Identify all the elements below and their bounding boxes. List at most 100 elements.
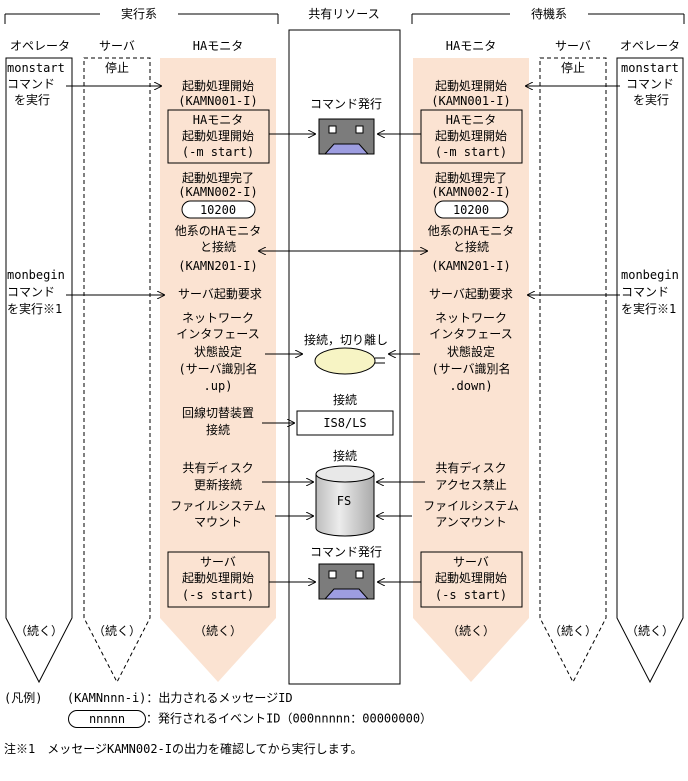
active-network-line5: .up) xyxy=(204,379,233,393)
standby-disk-line1: 共有ディスク xyxy=(435,460,506,475)
standby-network-line1: ネットワーク xyxy=(435,311,507,325)
footnote: 注※1 メッセージKAMN002-Iの出力を確認してから実行します。 xyxy=(4,742,363,756)
active-ha-title: HAモニタ xyxy=(193,39,243,53)
active-box2-line1: サーバ xyxy=(200,555,236,569)
standby-monbegin-line3: を実行※1 xyxy=(621,301,676,316)
standby-server-start-box xyxy=(420,551,523,608)
is8-box xyxy=(296,410,394,436)
standby-server-start-request: サーバ起動要求 xyxy=(429,287,513,301)
standby-startup-done: 起動処理完了 xyxy=(435,170,507,185)
active-disk-line1: 共有ディスク xyxy=(182,460,253,475)
standby-system-header: 待機系 xyxy=(411,6,685,24)
active-line-switch-line2: 接続 xyxy=(206,422,230,437)
standby-ha-start-box xyxy=(420,109,523,164)
flow-arrows xyxy=(66,86,620,582)
active-box2-line2: 起動処理開始 xyxy=(182,571,254,585)
active-connect-line2: と接続 xyxy=(200,239,236,254)
standby-connect-line3: (KAMN201-I) xyxy=(431,259,510,273)
connect-disconnect-label: 接続，切り離し xyxy=(304,332,388,347)
command-issue-label-2: コマンド発行 xyxy=(310,545,382,559)
active-event-id: 10200 xyxy=(200,203,236,217)
standby-monstart-line3: を実行 xyxy=(633,92,669,107)
standby-network-line2: インタフェース xyxy=(429,327,512,341)
standby-monstart-line1: monstart xyxy=(621,61,679,75)
standby-box2-line2: 起動処理開始 xyxy=(435,571,507,585)
active-startup-done: 起動処理完了 xyxy=(182,170,254,185)
standby-operator-title: オペレータ xyxy=(620,39,680,53)
active-monbegin-line2: コマンド xyxy=(7,285,55,299)
active-event-id-pill xyxy=(181,200,256,219)
standby-monstart-line2: コマンド xyxy=(626,77,674,91)
standby-box2-line1: サーバ xyxy=(453,555,489,569)
legend-message-desc: ：出力されるメッセージID xyxy=(146,691,293,705)
standby-event-id: 10200 xyxy=(453,203,489,217)
standby-network-line4: (サーバ識別名 xyxy=(431,361,510,376)
standby-fs-line2: アンマウント xyxy=(435,515,507,529)
standby-box1-line3: (-m start) xyxy=(435,145,507,159)
active-network-line1: ネットワーク xyxy=(182,311,254,325)
active-monstart-line1: monstart xyxy=(7,61,65,75)
active-server-start-request: サーバ起動要求 xyxy=(178,287,262,301)
command-issue-label-1: コマンド発行 xyxy=(310,97,382,111)
active-server-title: サーバ xyxy=(99,39,135,53)
standby-network-line5: .down) xyxy=(449,379,492,393)
standby-event-id-pill xyxy=(434,200,509,219)
active-disk-line2: 更新接続 xyxy=(194,477,242,492)
active-fs-line2: マウント xyxy=(194,515,242,529)
active-ha-start-box xyxy=(167,109,270,164)
legend-event-row: nnnnn：発行されるイベントID（000nnnnn：00000000） xyxy=(68,710,432,728)
active-monstart-line2: コマンド xyxy=(7,77,55,91)
standby-startup-begin-msg: (KAMN001-I) xyxy=(431,94,510,108)
active-box2-line3: (-s start) xyxy=(182,588,254,602)
active-box1-line2: 起動処理開始 xyxy=(182,129,254,143)
active-server-state: 停止 xyxy=(105,60,129,75)
active-fs-line1: ファイルシステム xyxy=(170,499,266,513)
fs-label: FS xyxy=(337,494,351,508)
standby-box2-line3: (-s start) xyxy=(435,588,507,602)
standby-connect-line2: と接続 xyxy=(453,239,489,254)
active-connect-line1: 他系のHAモニタ xyxy=(175,224,261,238)
standby-connect-line1: 他系のHAモニタ xyxy=(428,224,514,238)
active-network-line3: 状態設定 xyxy=(194,344,242,359)
active-box1-line1: HAモニタ xyxy=(193,113,243,127)
fs-disk-icon: FS xyxy=(315,465,375,537)
connect-label-1: 接続 xyxy=(333,392,357,407)
continued-standby-server: （続く） xyxy=(549,624,597,638)
legend-message-row: (凡例) (KAMNnnn-i)：出力されるメッセージID xyxy=(4,691,293,705)
active-system-label: 実行系 xyxy=(121,6,157,21)
network-ellipse-icon xyxy=(314,347,385,375)
active-system-header: 実行系 xyxy=(4,6,279,24)
standby-system-label: 待機系 xyxy=(531,6,567,21)
terminal-icon xyxy=(318,118,375,155)
shared-resource-label: 共有リソース xyxy=(308,7,379,21)
standby-disk-line2: アクセス禁止 xyxy=(435,478,506,492)
is8-label: IS8/LS xyxy=(323,416,366,430)
active-server-lane xyxy=(83,57,151,684)
active-startup-begin: 起動処理開始 xyxy=(182,79,254,93)
continued-active-ha: （続く） xyxy=(194,624,242,638)
standby-ha-title: HAモニタ xyxy=(446,39,496,53)
standby-startup-begin: 起動処理開始 xyxy=(435,79,507,93)
continued-active-operator: （続く） xyxy=(15,624,63,638)
standby-network-line3: 状態設定 xyxy=(447,344,495,359)
standby-startup-done-msg: (KAMN002-I) xyxy=(431,185,510,199)
active-box1-line3: (-m start) xyxy=(182,145,254,159)
standby-monbegin-line1: monbegin xyxy=(621,268,679,282)
legend-event-desc: ：発行されるイベントID（000nnnnn：00000000） xyxy=(146,711,433,726)
standby-box1-line1: HAモニタ xyxy=(446,113,496,127)
standby-monbegin-line2: コマンド xyxy=(621,285,669,299)
standby-server-title: サーバ xyxy=(555,39,591,53)
active-monbegin-line1: monbegin xyxy=(7,268,65,282)
active-operator-title: オペレータ xyxy=(10,39,70,53)
standby-server-state: 停止 xyxy=(561,60,585,75)
active-network-line2: インタフェース xyxy=(176,327,259,341)
standby-fs-line1: ファイルシステム xyxy=(423,499,519,513)
connect-label-2: 接続 xyxy=(333,448,357,463)
active-startup-done-msg: (KAMN002-I) xyxy=(178,185,257,199)
continued-standby-operator: （続く） xyxy=(626,624,674,638)
standby-operator-lane xyxy=(616,57,684,684)
standby-box1-line2: 起動処理開始 xyxy=(435,129,507,143)
continued-active-server: （続く） xyxy=(93,624,141,638)
active-server-start-box xyxy=(167,551,270,608)
active-monbegin-line3: を実行※1 xyxy=(7,301,62,316)
